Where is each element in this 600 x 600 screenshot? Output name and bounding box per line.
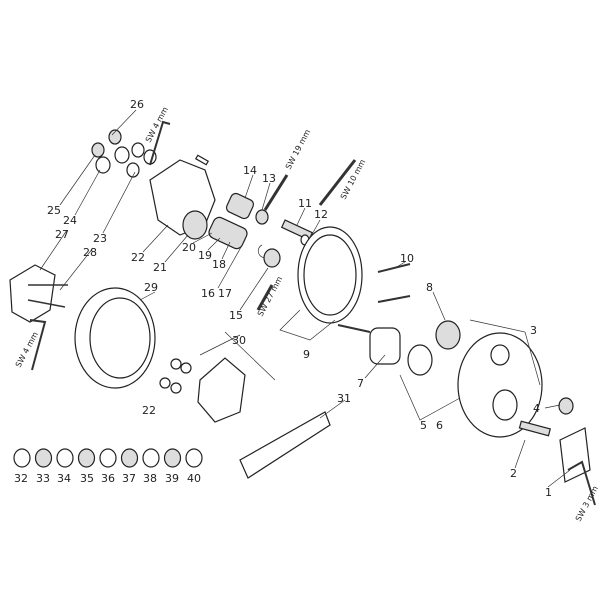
part-label-40: 40 — [187, 472, 201, 485]
o-ring-22 — [170, 382, 182, 394]
part-label-16: 16 — [201, 287, 215, 300]
cover-opening — [492, 389, 518, 421]
wrench-27 — [256, 284, 274, 311]
spindle-2 — [518, 420, 552, 437]
part-label-18: 18 — [212, 258, 226, 271]
leader-lines — [39, 109, 571, 488]
part-label-30: 30 — [232, 334, 246, 347]
cartridge-14 — [225, 192, 255, 220]
part-label-4: 4 — [533, 402, 540, 415]
caps-group — [13, 448, 203, 468]
allen-key-4mm — [149, 120, 171, 166]
plate-30 — [197, 357, 246, 423]
part-label-12: 12 — [314, 208, 328, 221]
screw-28 — [27, 299, 66, 308]
part-label-35: 35 — [80, 472, 94, 485]
part-label-26: 26 — [130, 98, 144, 111]
cover-plate-3 — [457, 332, 543, 438]
part-label-9: 9 — [303, 348, 310, 361]
insert-25 — [91, 142, 105, 158]
part-label-3: 3 — [530, 324, 537, 337]
part-label-7: 7 — [357, 377, 364, 390]
plate-9-inner — [303, 234, 357, 316]
part-label-10: 10 — [400, 252, 414, 265]
o-ring-22 — [170, 358, 182, 370]
body-outlet — [182, 210, 208, 240]
part-label-17: 17 — [218, 287, 232, 300]
cap-39 — [163, 448, 182, 468]
part-label-29: 29 — [144, 281, 158, 294]
wrench-10 — [318, 159, 357, 206]
part-label-39: 39 — [165, 472, 179, 485]
cap-37 — [120, 448, 139, 468]
part-label-37: 37 — [122, 472, 136, 485]
allen-key-3mm — [567, 460, 596, 506]
screw-10 — [377, 295, 411, 303]
o-ring-22 — [159, 377, 171, 389]
parts-drawing — [9, 109, 596, 506]
part-label-15: 15 — [229, 309, 243, 322]
o-ring-5 — [407, 344, 433, 376]
wrench-19 — [263, 174, 289, 211]
part-label-27: 27 — [55, 228, 69, 241]
o-ring-22 — [180, 362, 192, 374]
o-ring — [131, 142, 145, 158]
extension-7 — [369, 327, 401, 365]
part-label-13: 13 — [262, 172, 276, 185]
tool-size-label: SW 3 mm — [574, 484, 600, 523]
part-label-25: 25 — [47, 204, 61, 217]
part-label-33: 33 — [36, 472, 50, 485]
part-label-19: 19 — [198, 249, 212, 262]
part-label-1: 1 — [545, 486, 552, 499]
mounting-block-27 — [9, 264, 56, 323]
cap-32 — [13, 448, 31, 468]
sleeve — [114, 146, 130, 164]
cartridge-16 — [208, 216, 248, 250]
part-label-36: 36 — [101, 472, 115, 485]
part-label-8: 8 — [426, 281, 433, 294]
ring-29-inner — [89, 297, 151, 379]
tool-size-label: SW 4 mm — [144, 105, 170, 144]
part-label-32: 32 — [14, 472, 28, 485]
part-label-22: 22 — [142, 404, 156, 417]
tool-size-label: SW 27 mm — [256, 275, 285, 318]
insert-26 — [108, 129, 122, 145]
part-label-2: 2 — [510, 467, 517, 480]
cover-opening — [490, 344, 510, 366]
cap-35 — [77, 448, 96, 468]
part-label-31: 31 — [337, 392, 351, 405]
rail-31 — [239, 411, 331, 479]
part-label-22: 22 — [131, 251, 145, 264]
part-label-6: 6 — [436, 419, 443, 432]
sleeve — [95, 156, 111, 174]
handle-1 — [559, 427, 591, 483]
allen-key-4mm-b — [29, 319, 47, 371]
adapter-8 — [435, 320, 461, 350]
part-label-11: 11 — [298, 197, 312, 210]
part-label-14: 14 — [243, 164, 257, 177]
nut-15 — [263, 248, 281, 268]
cap-36 — [99, 448, 117, 468]
part-label-21: 21 — [153, 261, 167, 274]
button-4 — [558, 397, 574, 415]
cap-38 — [142, 448, 160, 468]
tool-size-label: SW 19 mm — [284, 128, 313, 171]
cap-33 — [34, 448, 53, 468]
part-label-23: 23 — [93, 232, 107, 245]
screw — [194, 154, 210, 166]
part-label-20: 20 — [182, 241, 196, 254]
part-label-34: 34 — [57, 472, 71, 485]
cap-40 — [185, 448, 203, 468]
part-label-5: 5 — [420, 419, 427, 432]
part-label-38: 38 — [143, 472, 157, 485]
nut-13 — [255, 209, 269, 225]
part-label-28: 28 — [83, 246, 97, 259]
part-label-24: 24 — [63, 214, 77, 227]
o-ring — [126, 162, 140, 178]
cap-34 — [56, 448, 74, 468]
screw-10 — [337, 324, 371, 333]
tool-size-label: SW 4 mm — [14, 330, 40, 369]
screw-10 — [377, 263, 411, 273]
